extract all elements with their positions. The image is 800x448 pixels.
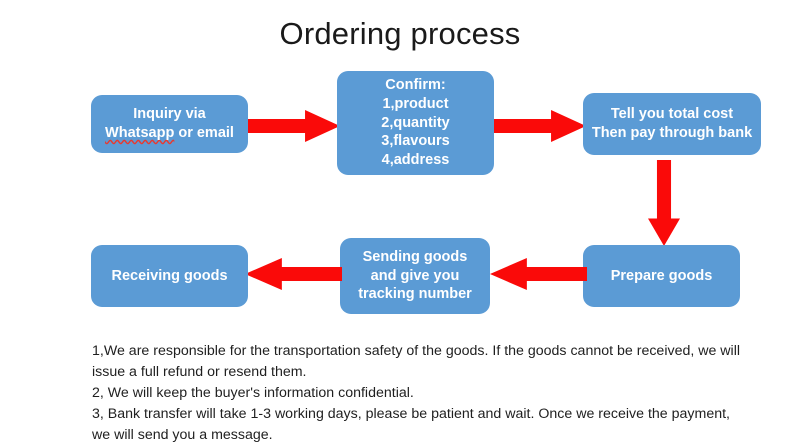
- process-node-total-cost[interactable]: Tell you total cost Then pay through ban…: [583, 93, 761, 155]
- process-node-confirm-line-5: 4,address: [381, 152, 450, 169]
- process-node-sending-goods-line-3: tracking number: [358, 286, 472, 303]
- terms-note-1: 1,We are responsible for the transportat…: [92, 343, 741, 380]
- arrow-right-icon-inquiry-to-confirm: [248, 110, 340, 142]
- terms-note-2: 2, We will keep the buyer's information …: [92, 384, 414, 401]
- process-node-confirm-text: Confirm: 1,product 2,quantity 3,flavours…: [381, 76, 450, 170]
- process-node-sending-goods-text: Sending goods and give you tracking numb…: [358, 248, 472, 305]
- misspelled-word-whatsapp: Whatsapp: [105, 125, 175, 141]
- process-node-confirm-line-3: 2,quantity: [381, 114, 450, 131]
- process-node-receiving-goods[interactable]: Receiving goods: [91, 245, 248, 307]
- process-node-inquiry-line-2-rest: or email: [174, 125, 234, 141]
- process-node-sending-goods-line-1: Sending goods: [362, 248, 468, 265]
- process-node-inquiry-line-2: Whatsapp or email: [105, 124, 234, 143]
- process-node-receiving-goods-text: Receiving goods: [111, 267, 227, 286]
- arrow-down-icon-cost-to-prepare: [648, 160, 680, 246]
- terms-notes: 1,We are responsible for the transportat…: [92, 341, 742, 445]
- process-node-confirm-line-4: 3,flavours: [381, 133, 450, 150]
- process-node-receiving-goods-line-1: Receiving goods: [111, 267, 228, 284]
- process-node-prepare-goods[interactable]: Prepare goods: [583, 245, 740, 307]
- process-node-total-cost-line-1: Tell you total cost: [610, 106, 734, 123]
- process-node-prepare-goods-text: Prepare goods: [611, 267, 713, 286]
- arrow-right-icon-confirm-to-cost: [494, 110, 586, 142]
- process-node-confirm-line-2: 1,product: [382, 95, 449, 112]
- process-node-confirm[interactable]: Confirm: 1,product 2,quantity 3,flavours…: [337, 71, 494, 175]
- process-node-confirm-line-1: Confirm:: [385, 76, 446, 93]
- terms-note-3: 3, Bank transfer will take 1-3 working d…: [92, 405, 730, 443]
- page-title: Ordering process: [279, 16, 521, 51]
- arrow-left-icon-prepare-to-sending: [490, 258, 587, 290]
- process-node-sending-goods[interactable]: Sending goods and give you tracking numb…: [340, 238, 490, 314]
- process-node-total-cost-line-2: Then pay through bank: [591, 125, 753, 141]
- process-node-prepare-goods-line-1: Prepare goods: [610, 267, 713, 284]
- process-node-sending-goods-line-2: and give you: [370, 267, 460, 284]
- process-node-inquiry-line-1: Inquiry via: [133, 106, 206, 123]
- arrow-left-icon-sending-to-receiving: [245, 258, 342, 290]
- process-node-total-cost-text: Tell you total cost Then pay through ban…: [592, 105, 752, 143]
- process-node-inquiry-text: Inquiry via Whatsapp or email: [105, 105, 234, 143]
- process-node-inquiry[interactable]: Inquiry via Whatsapp or email: [91, 95, 248, 153]
